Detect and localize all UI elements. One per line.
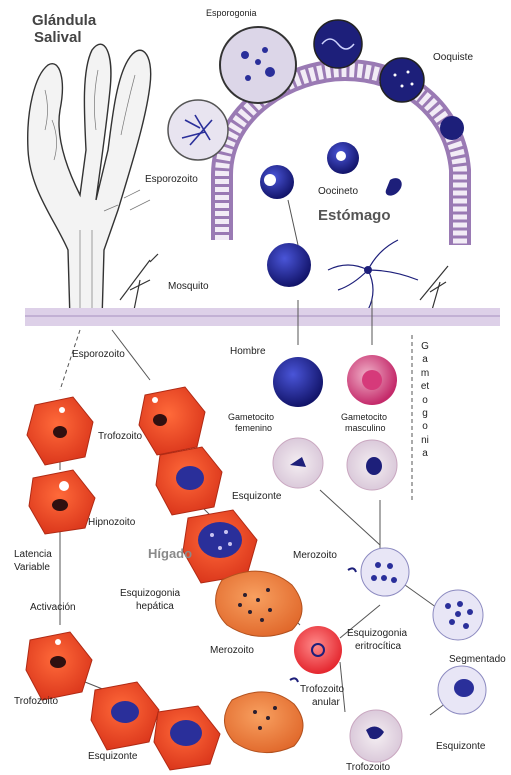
- label-esporozoito-mid: Esporozoito: [72, 350, 125, 360]
- label-glandula-1: Glándula: [32, 13, 96, 28]
- label-higado: Hígado: [148, 547, 192, 560]
- hepatocyte-merozoito-release: [216, 571, 302, 636]
- label-esporogonia: Esporogonia: [206, 9, 257, 18]
- label-trofozoito-anular-1: Trofozoito: [300, 685, 344, 695]
- label-glandula-2: Salival: [34, 30, 82, 45]
- rbc-esquizogonia: [361, 548, 409, 596]
- label-mosquito: Mosquito: [168, 282, 209, 292]
- free-merozoite: [348, 568, 356, 572]
- mosquito-right: [420, 266, 448, 310]
- label-latencia-2: Variable: [14, 563, 50, 573]
- label-merozoito-b: Merozoito: [210, 646, 254, 656]
- label-merozoito-a: Merozoito: [293, 551, 337, 561]
- hepatocyte-trofozoito-mid: [139, 387, 205, 455]
- label-hipnozoito: Hipnozoito: [88, 518, 135, 528]
- label-esquizogonia-eritrocitica-2: eritrocítica: [355, 642, 401, 652]
- label-oocineto: Oocineto: [318, 187, 358, 197]
- hepatocyte-bottom-orange: [224, 692, 303, 753]
- sporozoite-release: [168, 100, 228, 160]
- rbc-trofozoito-anular: [294, 626, 342, 674]
- label-trofozoito-c: Trofozoito: [346, 763, 390, 773]
- label-ooquiste: Ooquiste: [433, 53, 473, 63]
- label-hombre: Hombre: [230, 347, 266, 357]
- oocyst-spotted: [380, 58, 424, 102]
- label-esquizonte-c: Esquizonte: [88, 752, 137, 762]
- label-gametocito-femenino-1: Gametocito: [228, 413, 274, 422]
- ooquiste-small: [440, 116, 464, 140]
- label-esquizonte-b: Esquizonte: [436, 742, 485, 752]
- label-gametocito-femenino-2: femenino: [235, 424, 272, 433]
- label-esquizogonia-eritrocitica-1: Esquizogonia: [347, 629, 407, 639]
- fertilization-cell: [267, 243, 311, 287]
- label-gametocito-masculino-2: masculino: [345, 424, 386, 433]
- label-activacion: Activación: [30, 603, 76, 613]
- label-estomago: Estómago: [318, 208, 391, 223]
- label-esporozoito-top: Esporozoito: [145, 175, 198, 185]
- microgametes: [328, 240, 418, 310]
- label-gametogonia-vertical: Gametogonia: [420, 340, 430, 461]
- label-gametocito-masculino-1: Gametocito: [341, 413, 387, 422]
- label-esquizogonia-hepatica-1: Esquizogonia: [120, 589, 180, 599]
- label-trofozoito-b: Trofozoito: [14, 697, 58, 707]
- label-trofozoito-anular-2: anular: [312, 698, 340, 708]
- label-latencia-1: Latencia: [14, 550, 52, 560]
- gametocito-femenino-blue: [273, 357, 323, 407]
- label-esquizogonia-hepatica-2: hepática: [136, 602, 174, 612]
- skin-band: [25, 308, 500, 326]
- label-segmentado: Segmentado: [449, 655, 506, 665]
- mosquito-left: [120, 254, 158, 310]
- oocinete: [386, 178, 402, 195]
- label-trofozoito-a: Trofozoito: [98, 432, 142, 442]
- label-esquizonte-a: Esquizonte: [232, 492, 281, 502]
